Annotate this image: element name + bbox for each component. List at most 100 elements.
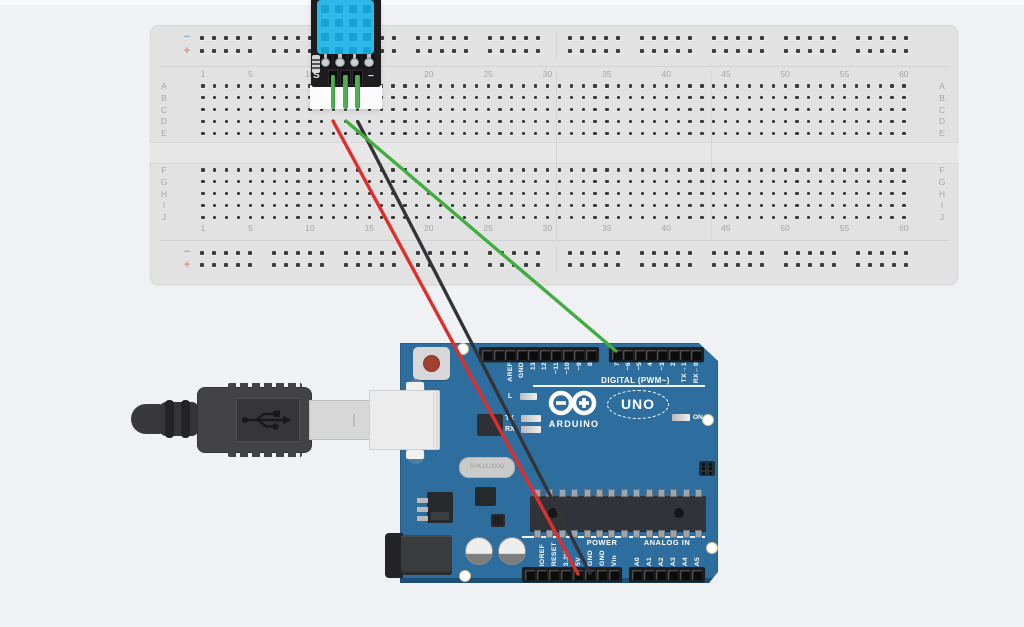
breadboard-hole[interactable] xyxy=(652,84,657,88)
rail-hole[interactable] xyxy=(832,263,836,267)
breadboard-hole[interactable] xyxy=(320,215,324,219)
breadboard-hole[interactable] xyxy=(783,192,787,196)
breadboard-hole[interactable] xyxy=(629,131,633,135)
breadboard-hole[interactable] xyxy=(878,96,882,100)
rail-hole[interactable] xyxy=(592,251,596,255)
breadboard-hole[interactable] xyxy=(462,192,466,196)
breadboard-hole[interactable] xyxy=(213,131,217,135)
breadboard-hole[interactable] xyxy=(545,168,550,172)
breadboard-hole[interactable] xyxy=(415,215,419,219)
breadboard-hole[interactable] xyxy=(534,215,538,219)
breadboard-hole[interactable] xyxy=(260,96,264,100)
rail-hole[interactable] xyxy=(536,36,540,40)
breadboard-hole[interactable] xyxy=(569,180,573,184)
rail-hole[interactable] xyxy=(712,49,716,53)
breadboard-hole[interactable] xyxy=(201,84,205,88)
breadboard-hole[interactable] xyxy=(545,131,550,135)
breadboard-hole[interactable] xyxy=(700,215,704,219)
pin-socket-RX←0[interactable] xyxy=(691,349,702,360)
breadboard-hole[interactable] xyxy=(819,108,823,112)
rail-hole[interactable] xyxy=(868,251,872,255)
breadboard-hole[interactable] xyxy=(688,168,692,172)
rail-hole[interactable] xyxy=(236,251,240,255)
breadboard-hole[interactable] xyxy=(854,119,858,123)
breadboard-hole[interactable] xyxy=(237,180,241,184)
breadboard-hole[interactable] xyxy=(415,203,419,207)
rail-hole[interactable] xyxy=(808,36,812,40)
breadboard-hole[interactable] xyxy=(581,96,585,100)
breadboard-hole[interactable] xyxy=(640,168,645,172)
breadboard-hole[interactable] xyxy=(557,168,561,172)
rail-hole[interactable] xyxy=(640,251,644,255)
breadboard-hole[interactable] xyxy=(462,131,466,135)
breadboard-hole[interactable] xyxy=(272,96,276,100)
breadboard-hole[interactable] xyxy=(332,192,336,196)
breadboard-hole[interactable] xyxy=(664,119,668,123)
breadboard-hole[interactable] xyxy=(510,168,514,172)
breadboard-hole[interactable] xyxy=(700,108,704,112)
rail-hole[interactable] xyxy=(796,263,800,267)
breadboard-hole[interactable] xyxy=(248,119,253,123)
breadboard-hole[interactable] xyxy=(736,131,740,135)
breadboard-hole[interactable] xyxy=(320,131,324,135)
rail-hole[interactable] xyxy=(308,36,312,40)
rail-hole[interactable] xyxy=(212,251,216,255)
breadboard-hole[interactable] xyxy=(355,180,360,184)
breadboard-hole[interactable] xyxy=(498,84,502,88)
rail-hole[interactable] xyxy=(664,263,668,267)
rail-hole[interactable] xyxy=(536,263,540,267)
breadboard-hole[interactable] xyxy=(522,84,526,88)
rail-hole[interactable] xyxy=(904,263,908,267)
rail-hole[interactable] xyxy=(452,36,456,40)
breadboard-hole[interactable] xyxy=(474,192,478,196)
rail-hole[interactable] xyxy=(712,251,716,255)
breadboard-hole[interactable] xyxy=(854,168,858,172)
breadboard-hole[interactable] xyxy=(890,192,894,196)
breadboard-hole[interactable] xyxy=(213,119,217,123)
rail-hole[interactable] xyxy=(796,251,800,255)
rail-hole[interactable] xyxy=(868,49,872,53)
breadboard-hole[interactable] xyxy=(415,108,419,112)
rail-hole[interactable] xyxy=(488,49,492,53)
breadboard-hole[interactable] xyxy=(367,119,371,123)
breadboard-hole[interactable] xyxy=(819,119,823,123)
breadboard-hole[interactable] xyxy=(747,96,752,100)
breadboard-hole[interactable] xyxy=(664,108,668,112)
breadboard-hole[interactable] xyxy=(593,84,597,88)
breadboard-hole[interactable] xyxy=(474,96,478,100)
rail-hole[interactable] xyxy=(736,251,740,255)
rail-hole[interactable] xyxy=(308,263,312,267)
breadboard-hole[interactable] xyxy=(878,203,882,207)
breadboard-hole[interactable] xyxy=(427,108,431,112)
rail-hole[interactable] xyxy=(568,49,572,53)
breadboard-hole[interactable] xyxy=(462,108,466,112)
breadboard-hole[interactable] xyxy=(225,131,229,135)
breadboard-hole[interactable] xyxy=(593,180,597,184)
breadboard-hole[interactable] xyxy=(260,203,264,207)
breadboard-hole[interactable] xyxy=(640,203,645,207)
breadboard-hole[interactable] xyxy=(474,215,478,219)
rail-hole[interactable] xyxy=(440,263,444,267)
breadboard-hole[interactable] xyxy=(878,84,882,88)
breadboard-hole[interactable] xyxy=(831,180,835,184)
breadboard-hole[interactable] xyxy=(450,192,455,196)
breadboard-hole[interactable] xyxy=(819,180,823,184)
breadboard-hole[interactable] xyxy=(427,215,431,219)
breadboard-hole[interactable] xyxy=(403,96,407,100)
rail-hole[interactable] xyxy=(392,36,396,40)
rail-hole[interactable] xyxy=(344,251,348,255)
breadboard-hole[interactable] xyxy=(545,96,550,100)
breadboard-hole[interactable] xyxy=(664,168,668,172)
breadboard-hole[interactable] xyxy=(795,203,799,207)
breadboard-hole[interactable] xyxy=(248,96,253,100)
rail-hole[interactable] xyxy=(416,49,420,53)
breadboard-hole[interactable] xyxy=(284,215,288,219)
breadboard-hole[interactable] xyxy=(367,108,371,112)
rail-hole[interactable] xyxy=(592,263,596,267)
breadboard-hole[interactable] xyxy=(629,108,633,112)
breadboard-hole[interactable] xyxy=(866,108,870,112)
breadboard-hole[interactable] xyxy=(427,203,431,207)
breadboard-hole[interactable] xyxy=(652,203,657,207)
rail-hole[interactable] xyxy=(416,36,420,40)
breadboard-hole[interactable] xyxy=(213,96,217,100)
